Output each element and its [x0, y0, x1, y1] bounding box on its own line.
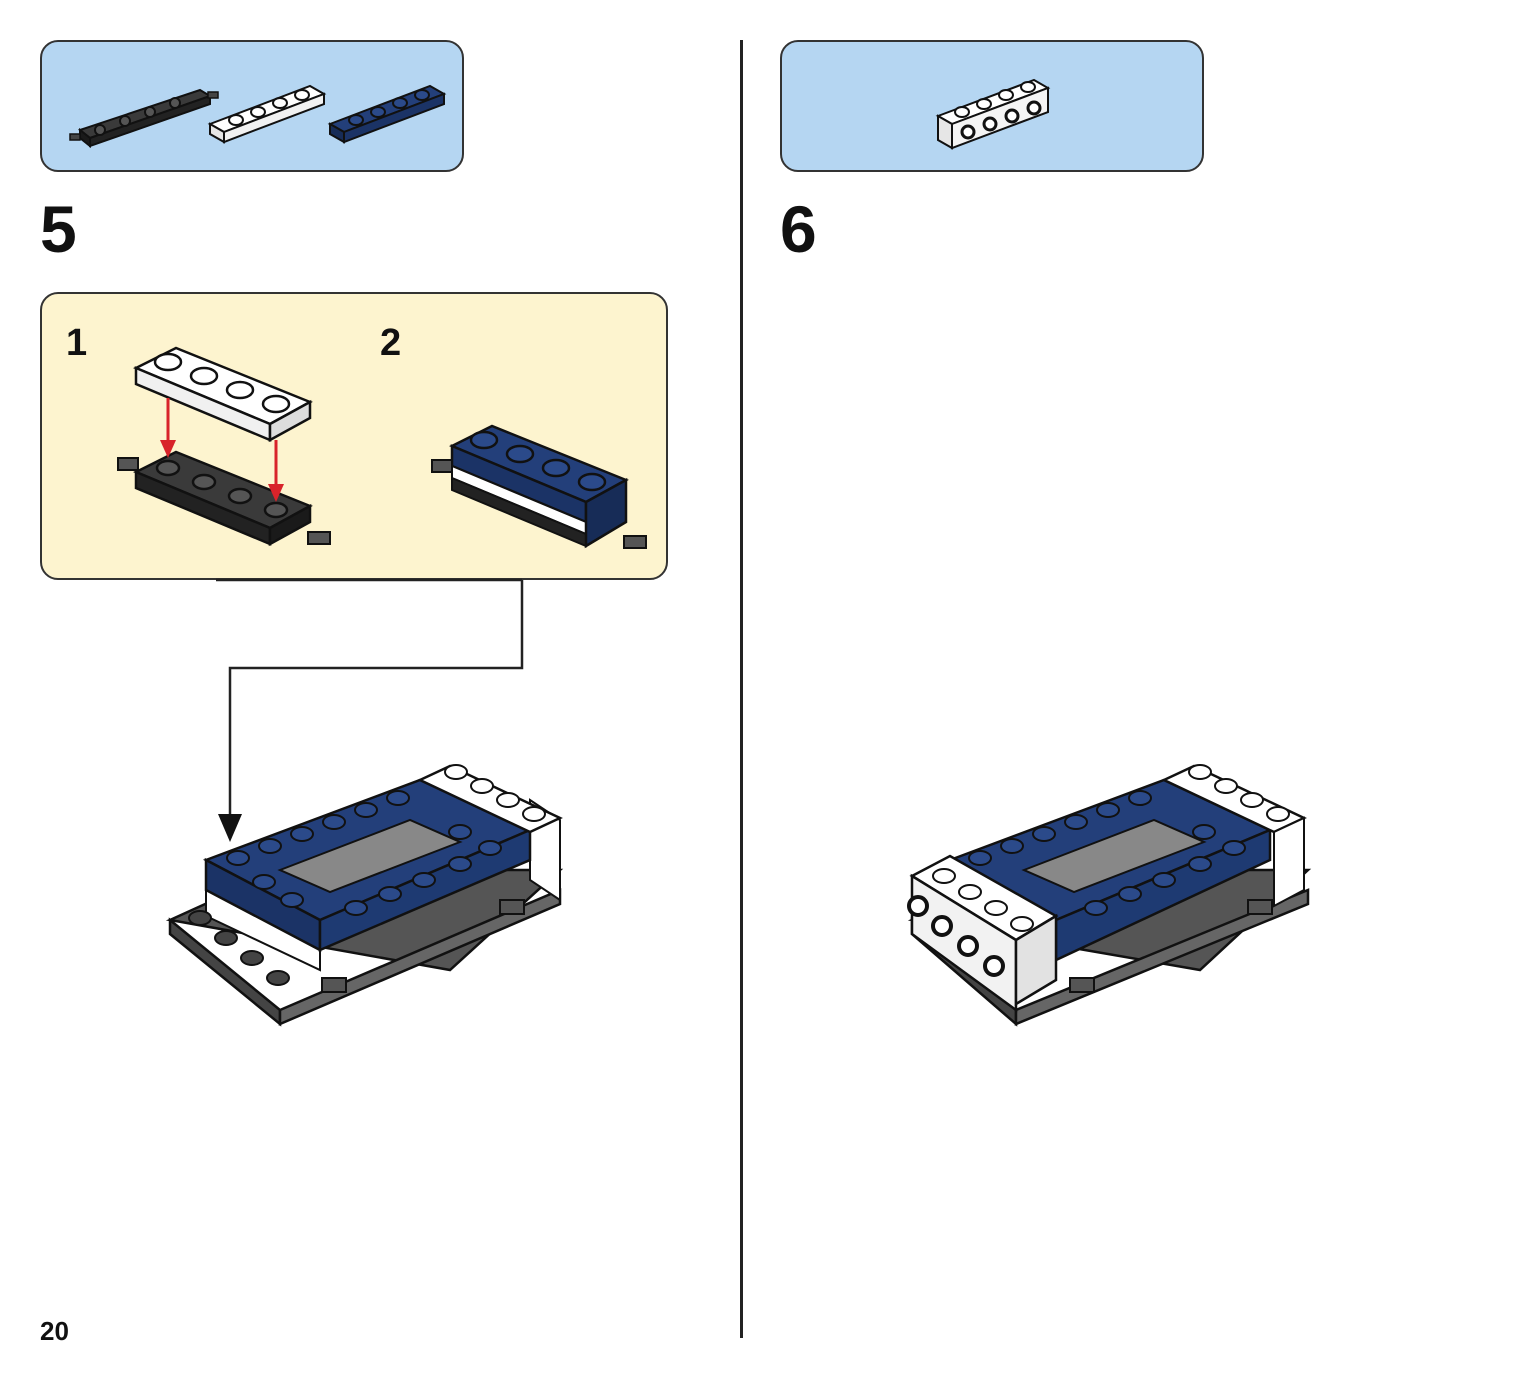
step6-parts-box	[780, 40, 1204, 172]
step5-number: 5	[40, 192, 77, 266]
step5-model-illustration	[165, 764, 564, 1027]
step6-parts-illustration	[935, 78, 1051, 150]
white-brick-side-studs-part	[935, 78, 1051, 150]
substep2-number: 2	[380, 322, 402, 364]
step5-parts-illustration	[69, 84, 447, 149]
step6-model-illustration	[907, 764, 1312, 1027]
substep2-drawing	[431, 424, 647, 549]
subassembly-illustration	[117, 346, 647, 549]
step5-subassembly-callout: 1 2	[40, 292, 668, 580]
page-divider	[740, 40, 743, 1338]
black-plate-part	[69, 88, 219, 149]
step5-parts-box	[40, 40, 464, 172]
substep1-drawing	[117, 346, 331, 547]
white-plate-part	[207, 84, 327, 144]
substep1-number: 1	[66, 322, 88, 364]
step6-number: 6	[780, 192, 817, 266]
page-number: 20	[40, 1316, 69, 1346]
callout-connector	[216, 578, 524, 842]
connector-arrowhead	[218, 814, 242, 842]
dark-blue-plate-part	[327, 84, 447, 144]
